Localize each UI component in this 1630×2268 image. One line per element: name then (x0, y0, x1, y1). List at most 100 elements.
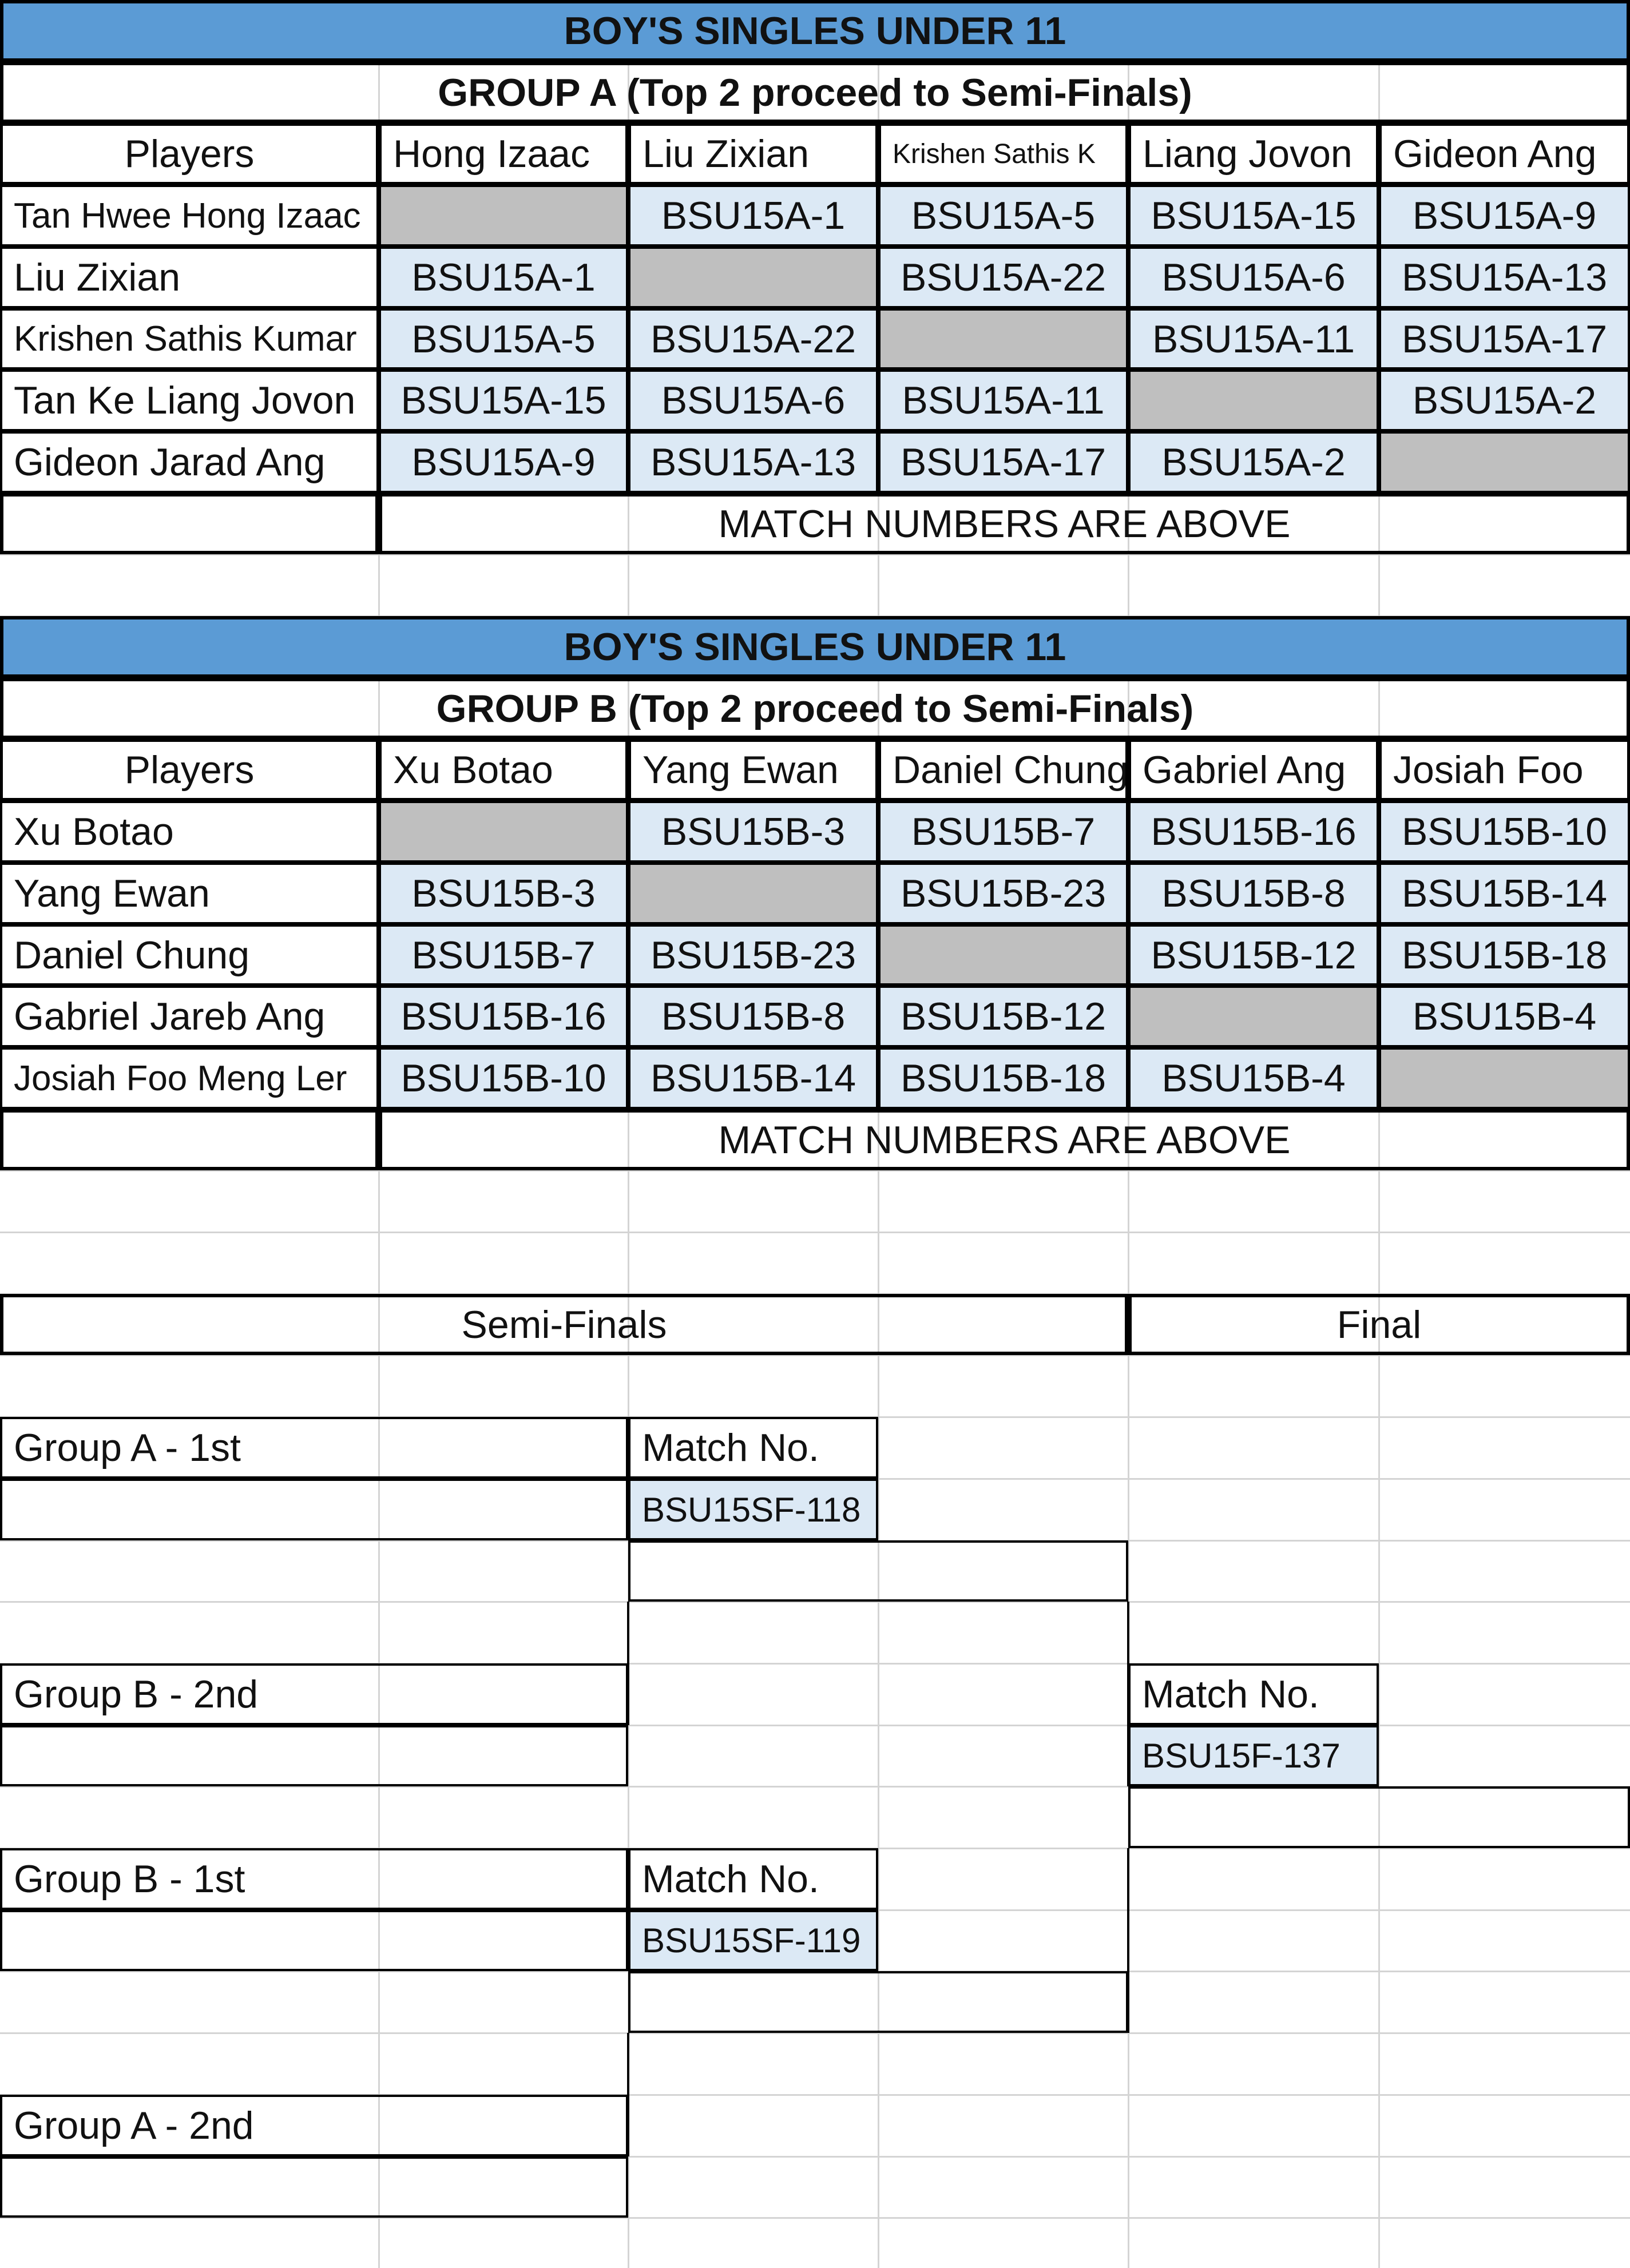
column-header[interactable]: Gabriel Ang (1128, 739, 1379, 801)
match-number-cell[interactable]: BSU15A-11 (878, 370, 1128, 431)
match-number-cell[interactable]: BSU15B-23 (878, 863, 1128, 924)
sf2-winner-slot[interactable] (628, 1971, 1128, 2033)
player-name[interactable]: Tan Hwee Hong Izaac (0, 185, 379, 247)
empty-cell[interactable] (0, 1109, 379, 1170)
match-number-cell[interactable]: BSU15B-23 (628, 924, 878, 986)
champion-slot[interactable] (1128, 1786, 1630, 1848)
column-header[interactable]: Liang Jovon (1128, 123, 1379, 185)
self-match-cell[interactable] (878, 308, 1128, 370)
match-number-cell[interactable]: BSU15B-16 (1128, 801, 1379, 863)
match-number-cell[interactable]: BSU15A-15 (379, 370, 628, 431)
match-number-cell[interactable]: BSU15B-18 (878, 1047, 1128, 1109)
players-header[interactable]: Players (0, 123, 379, 185)
self-match-cell[interactable] (1128, 370, 1379, 431)
gridline-horizontal (0, 1786, 1630, 1788)
self-match-cell[interactable] (1379, 431, 1630, 493)
column-header[interactable]: Krishen Sathis K (878, 123, 1128, 185)
match-number-cell[interactable]: BSU15A-22 (628, 308, 878, 370)
group-b-2nd-slot[interactable]: Group B - 2nd (0, 1663, 628, 1725)
self-match-cell[interactable] (878, 924, 1128, 986)
match-number-cell[interactable]: BSU15B-3 (628, 801, 878, 863)
self-match-cell[interactable] (628, 863, 878, 924)
gridline-horizontal (0, 2094, 1630, 2096)
player-name[interactable]: Xu Botao (0, 801, 379, 863)
group-a-1st-slot[interactable]: Group A - 1st (0, 1417, 628, 1479)
gridline-horizontal (0, 1355, 1630, 1356)
gridline-horizontal (0, 2032, 1630, 2034)
column-header[interactable]: Xu Botao (379, 739, 628, 801)
group-b-2nd-name-slot[interactable] (0, 1725, 628, 1786)
match-number-cell[interactable]: BSU15A-5 (379, 308, 628, 370)
match-number-cell[interactable]: BSU15A-17 (878, 431, 1128, 493)
column-header[interactable]: Gideon Ang (1379, 123, 1630, 185)
player-name[interactable]: Liu Zixian (0, 247, 379, 308)
group_a-title: BOY'S SINGLES UNDER 11 (0, 0, 1630, 62)
match-number-cell[interactable]: BSU15B-14 (1379, 863, 1630, 924)
gridline-vertical (878, 0, 879, 2268)
match-number-cell[interactable]: BSU15B-3 (379, 863, 628, 924)
match-number-cell[interactable]: BSU15B-8 (1128, 863, 1379, 924)
sf1-match-number[interactable]: BSU15SF-118 (628, 1479, 878, 1540)
match-number-cell[interactable]: BSU15A-11 (1128, 308, 1379, 370)
match-number-cell[interactable]: BSU15B-16 (379, 986, 628, 1047)
match-number-cell[interactable]: BSU15B-7 (379, 924, 628, 986)
match-number-cell[interactable]: BSU15A-13 (1379, 247, 1630, 308)
group_b-subtitle: GROUP B (Top 2 proceed to Semi-Finals) (0, 678, 1630, 739)
player-name[interactable]: Gabriel Jareb Ang (0, 986, 379, 1047)
match-number-cell[interactable]: BSU15B-8 (628, 986, 878, 1047)
group-b-1st-name-slot[interactable] (0, 1910, 628, 1971)
match-number-cell[interactable]: BSU15B-14 (628, 1047, 878, 1109)
empty-cell[interactable] (0, 493, 379, 554)
match-number-cell[interactable]: BSU15A-5 (878, 185, 1128, 247)
group_a-footer: MATCH NUMBERS ARE ABOVE (379, 493, 1630, 554)
column-header[interactable]: Liu Zixian (628, 123, 878, 185)
self-match-cell[interactable] (1128, 986, 1379, 1047)
match-number-cell[interactable]: BSU15A-2 (1379, 370, 1630, 431)
match-number-cell[interactable]: BSU15A-6 (628, 370, 878, 431)
self-match-cell[interactable] (379, 801, 628, 863)
player-name[interactable]: Josiah Foo Meng Ler (0, 1047, 379, 1109)
self-match-cell[interactable] (628, 247, 878, 308)
players-header[interactable]: Players (0, 739, 379, 801)
match-number-cell[interactable]: BSU15B-10 (379, 1047, 628, 1109)
group-a-2nd-name-slot[interactable] (0, 2156, 628, 2218)
group-a-1st-name-slot[interactable] (0, 1479, 628, 1540)
gridline-horizontal (0, 1232, 1630, 1233)
player-name[interactable]: Yang Ewan (0, 863, 379, 924)
match-number-cell[interactable]: BSU15B-18 (1379, 924, 1630, 986)
column-header[interactable]: Daniel Chung (878, 739, 1128, 801)
player-name[interactable]: Gideon Jarad Ang (0, 431, 379, 493)
sf1-winner-slot[interactable] (628, 1540, 1128, 1602)
player-name[interactable]: Krishen Sathis Kumar (0, 308, 379, 370)
match-number-cell[interactable]: BSU15A-9 (379, 431, 628, 493)
final-match-number[interactable]: BSU15F-137 (1128, 1725, 1379, 1786)
sf2-match-number[interactable]: BSU15SF-119 (628, 1910, 878, 1971)
match-number-cell[interactable]: BSU15A-6 (1128, 247, 1379, 308)
group-a-2nd-slot[interactable]: Group A - 2nd (0, 2095, 628, 2156)
player-name[interactable]: Tan Ke Liang Jovon (0, 370, 379, 431)
match-number-cell[interactable]: BSU15B-4 (1379, 986, 1630, 1047)
match-number-cell[interactable]: BSU15A-2 (1128, 431, 1379, 493)
match-number-cell[interactable]: BSU15B-10 (1379, 801, 1630, 863)
column-header[interactable]: Josiah Foo (1379, 739, 1630, 801)
self-match-cell[interactable] (1379, 1047, 1630, 1109)
match-number-cell[interactable]: BSU15A-1 (628, 185, 878, 247)
match-number-cell[interactable]: BSU15A-1 (379, 247, 628, 308)
gridline-horizontal (0, 2217, 1630, 2219)
match-number-cell[interactable]: BSU15B-12 (1128, 924, 1379, 986)
match-number-cell[interactable]: BSU15B-12 (878, 986, 1128, 1047)
match-number-cell[interactable]: BSU15B-4 (1128, 1047, 1379, 1109)
column-header[interactable]: Yang Ewan (628, 739, 878, 801)
match-number-cell[interactable]: BSU15A-22 (878, 247, 1128, 308)
gridline-vertical (628, 0, 629, 2268)
match-number-cell[interactable]: BSU15A-15 (1128, 185, 1379, 247)
self-match-cell[interactable] (379, 185, 628, 247)
column-header[interactable]: Hong Izaac (379, 123, 628, 185)
match-number-cell[interactable]: BSU15A-13 (628, 431, 878, 493)
player-name[interactable]: Daniel Chung (0, 924, 379, 986)
match-number-cell[interactable]: BSU15A-9 (1379, 185, 1630, 247)
match-number-cell[interactable]: BSU15A-17 (1379, 308, 1630, 370)
match-number-cell[interactable]: BSU15B-7 (878, 801, 1128, 863)
group-b-1st-slot[interactable]: Group B - 1st (0, 1848, 628, 1910)
